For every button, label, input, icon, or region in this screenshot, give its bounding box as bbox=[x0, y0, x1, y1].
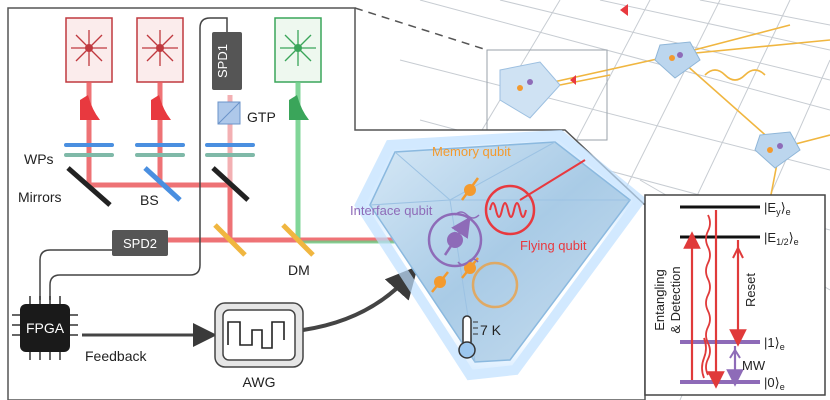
wps-label: WPs bbox=[24, 151, 54, 167]
pulse-red-2 bbox=[151, 95, 171, 120]
laser-2 bbox=[136, 17, 184, 83]
mirror-1 bbox=[66, 166, 112, 207]
entangling-label-2: & Detection bbox=[668, 266, 683, 333]
level-zero: |0⟩e bbox=[764, 375, 785, 392]
zoom-connector-top bbox=[354, 7, 488, 51]
network-node-3 bbox=[620, 4, 628, 16]
flying-circle bbox=[484, 184, 536, 236]
waveplates bbox=[64, 143, 255, 157]
flying-photon bbox=[489, 159, 586, 218]
bs-label: BS bbox=[140, 192, 159, 208]
dichroic-mirror-2 bbox=[281, 223, 315, 257]
mirror-2 bbox=[211, 166, 250, 202]
energy-level-panel bbox=[644, 194, 826, 396]
spd2-label: SPD2 bbox=[123, 236, 157, 251]
memory-circle bbox=[471, 261, 519, 309]
level-one: |1⟩e bbox=[764, 335, 785, 352]
thermometer-icon bbox=[458, 315, 478, 359]
spd2-cable bbox=[39, 249, 112, 300]
memory-qubit-label: Memory qubit bbox=[432, 144, 511, 159]
awg-label: AWG bbox=[243, 374, 276, 390]
entangling-label-1: Entangling bbox=[652, 269, 667, 330]
laser-1 bbox=[65, 17, 113, 83]
pulse-green bbox=[289, 95, 309, 120]
level-ey: |Ey⟩e bbox=[764, 200, 791, 217]
awg-to-sample-arrow bbox=[302, 266, 418, 332]
level-e12: |E1/2⟩e bbox=[764, 230, 799, 247]
spd1-cable bbox=[49, 17, 228, 300]
laser-green bbox=[274, 17, 322, 83]
spd1-box bbox=[212, 32, 242, 90]
reset-label: Reset bbox=[743, 273, 758, 307]
awg-box bbox=[214, 302, 304, 368]
flying-qubit-label: Flying qubit bbox=[520, 238, 587, 253]
fpga-chip bbox=[12, 296, 78, 360]
interface-qubit-label: Interface qubit bbox=[350, 203, 433, 218]
dichroic-mirror-1 bbox=[213, 223, 247, 257]
network-node-zoom bbox=[486, 49, 611, 141]
diamond-sample bbox=[354, 129, 647, 381]
network-node-1 bbox=[654, 41, 701, 79]
fpga-label: FPGA bbox=[26, 320, 65, 336]
beam-splitter bbox=[143, 166, 182, 202]
gtp-label: GTP bbox=[247, 109, 276, 125]
mw-label: MW bbox=[742, 358, 766, 373]
feedback-label: Feedback bbox=[85, 348, 147, 364]
network-node-2 bbox=[754, 131, 801, 169]
mirrors-label: Mirrors bbox=[18, 189, 62, 205]
spd1-label: SPD1 bbox=[215, 44, 230, 78]
temperature-label: 7 K bbox=[480, 322, 502, 338]
spd2-box bbox=[112, 230, 168, 256]
pulse-red-1 bbox=[80, 95, 100, 120]
dm-label: DM bbox=[288, 262, 310, 278]
